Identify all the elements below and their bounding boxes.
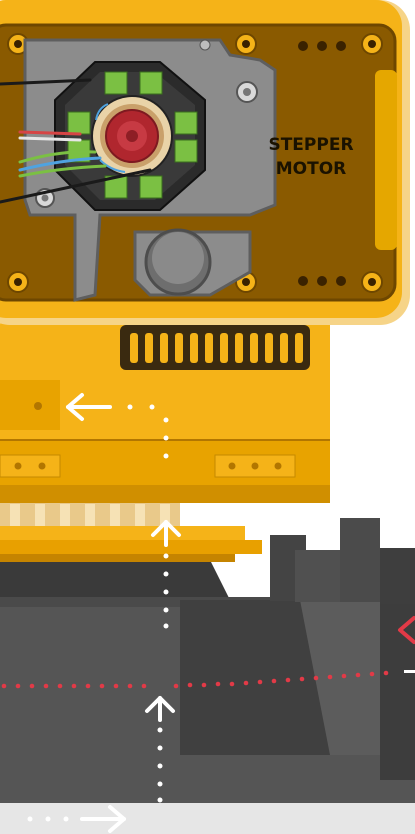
label-line-2: MOTOR [276,159,347,179]
floor-base [0,803,415,834]
label-line-1: STEPPER [268,135,353,155]
white-tick-mark [404,670,415,673]
yellow-housing-block [0,315,330,503]
stepper-motor-core [55,62,205,210]
belt-strip [0,500,262,562]
